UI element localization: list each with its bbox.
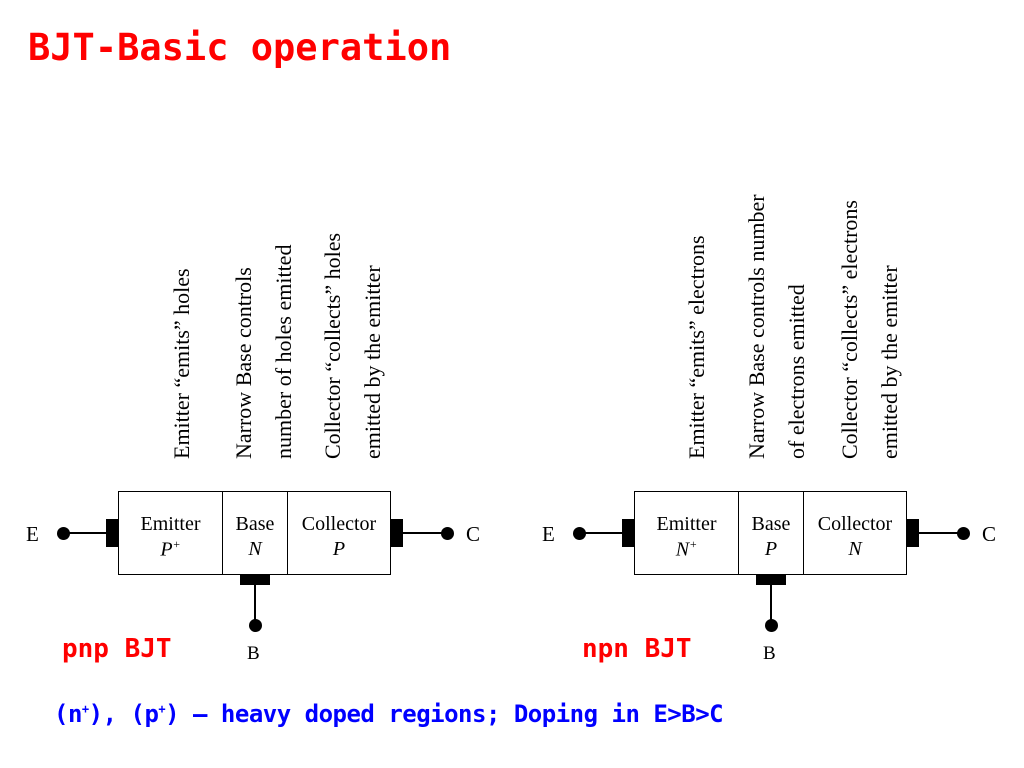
pnp-base-annotation-line: number of holes emitted [271,244,297,459]
pnp-transistor-diagram: E Emitter P+ Base N Collector P C B [20,491,500,681]
npn-base-annotation: Narrow Base controls number of electrons… [737,194,817,459]
pnp-emitter-contact [106,519,118,547]
npn-base-region-name: Base [751,513,791,535]
pnp-emitter-terminal-dot [57,527,70,540]
pnp-base-terminal-dot [249,619,262,632]
npn-emitter-terminal-dot [573,527,586,540]
slide-title: BJT-Basic operation [28,26,452,69]
pnp-emitter-terminal-label: E [26,522,39,546]
npn-emitter-region-doping: N+ [635,537,738,563]
npn-collector-annotation: Collector “collects” electrons emitted b… [830,200,910,459]
npn-collector-region-doping: N [848,538,862,560]
npn-base-region: Base P [738,491,804,575]
npn-collector-contact [907,519,919,547]
pnp-collector-region-name: Collector [301,513,377,535]
npn-emitter-annotation-line: Emitter “emits” electrons [684,235,709,459]
npn-emitter-lead [584,532,624,534]
npn-emitter-region: Emitter N+ [634,491,739,575]
pnp-collector-annotation-line: Collector “collects” holes [320,232,345,459]
footnote-part-3: ) – heavy doped regions; Doping in E>B>C [165,700,724,728]
pnp-emitter-region-name: Emitter [140,513,201,535]
pnp-base-region-name: Base [235,513,275,535]
pnp-base-annotation-line: Narrow Base controls [231,267,256,459]
npn-base-annotation-line: of electrons emitted [784,284,810,459]
npn-bjt-label: npn BJT [582,634,692,664]
pnp-collector-contact [391,519,403,547]
npn-collector-terminal-label: C [982,522,997,546]
pnp-base-lead [254,585,256,621]
npn-base-contact [756,574,786,585]
doping-footnote: (n+), (p+) – heavy doped regions; Doping… [54,700,724,728]
npn-base-lead [770,585,772,621]
pnp-collector-region: Collector P [287,491,391,575]
pnp-emitter-region: Emitter P+ [118,491,223,575]
npn-base-region-doping: P [764,538,778,560]
footnote-sup-2: + [158,702,166,716]
npn-collector-terminal-dot [957,527,970,540]
npn-emitter-contact [622,519,634,547]
pnp-emitter-annotation-line: Emitter “emits” holes [169,268,194,459]
pnp-base-region: Base N [222,491,288,575]
pnp-base-annotation: Narrow Base controls number of holes emi… [224,245,304,459]
npn-emitter-terminal-label: E [542,522,555,546]
footnote-part-2: ), (p [88,700,159,728]
pnp-base-contact [240,574,270,585]
npn-collector-region: Collector N [803,491,907,575]
pnp-emitter-lead [68,532,108,534]
pnp-emitter-sup: + [172,537,181,551]
npn-emitter-type: N [675,538,690,561]
npn-base-terminal-dot [765,619,778,632]
pnp-base-terminal-label: B [247,643,260,664]
npn-emitter-region-name: Emitter [656,513,717,535]
pnp-collector-annotation-line: emitted by the emitter [360,265,386,459]
npn-collector-lead [919,532,959,534]
npn-emitter-sup: + [689,537,698,551]
pnp-collector-lead [403,532,443,534]
npn-collector-region-name: Collector [817,513,893,535]
pnp-bjt-label: pnp BJT [62,634,172,664]
pnp-emitter-region-doping: P+ [119,537,222,563]
npn-collector-annotation-line: emitted by the emitter [877,265,903,459]
npn-transistor-diagram: E Emitter N+ Base P Collector N C B [536,491,1016,681]
npn-emitter-annotation: Emitter “emits” electrons [677,235,717,459]
pnp-emitter-type: P [160,538,173,561]
pnp-emitter-annotation: Emitter “emits” holes [162,268,202,459]
footnote-sup-1: + [81,702,89,716]
pnp-collector-terminal-dot [441,527,454,540]
pnp-base-region-doping: N [248,538,262,560]
pnp-collector-region-doping: P [332,538,346,560]
pnp-collector-annotation: Collector “collects” holes emitted by th… [313,233,393,459]
pnp-collector-terminal-label: C [466,522,481,546]
npn-collector-annotation-line: Collector “collects” electrons [837,200,862,459]
footnote-part-1: (n [54,700,82,728]
npn-base-terminal-label: B [763,643,776,664]
npn-base-annotation-line: Narrow Base controls number [744,194,769,459]
